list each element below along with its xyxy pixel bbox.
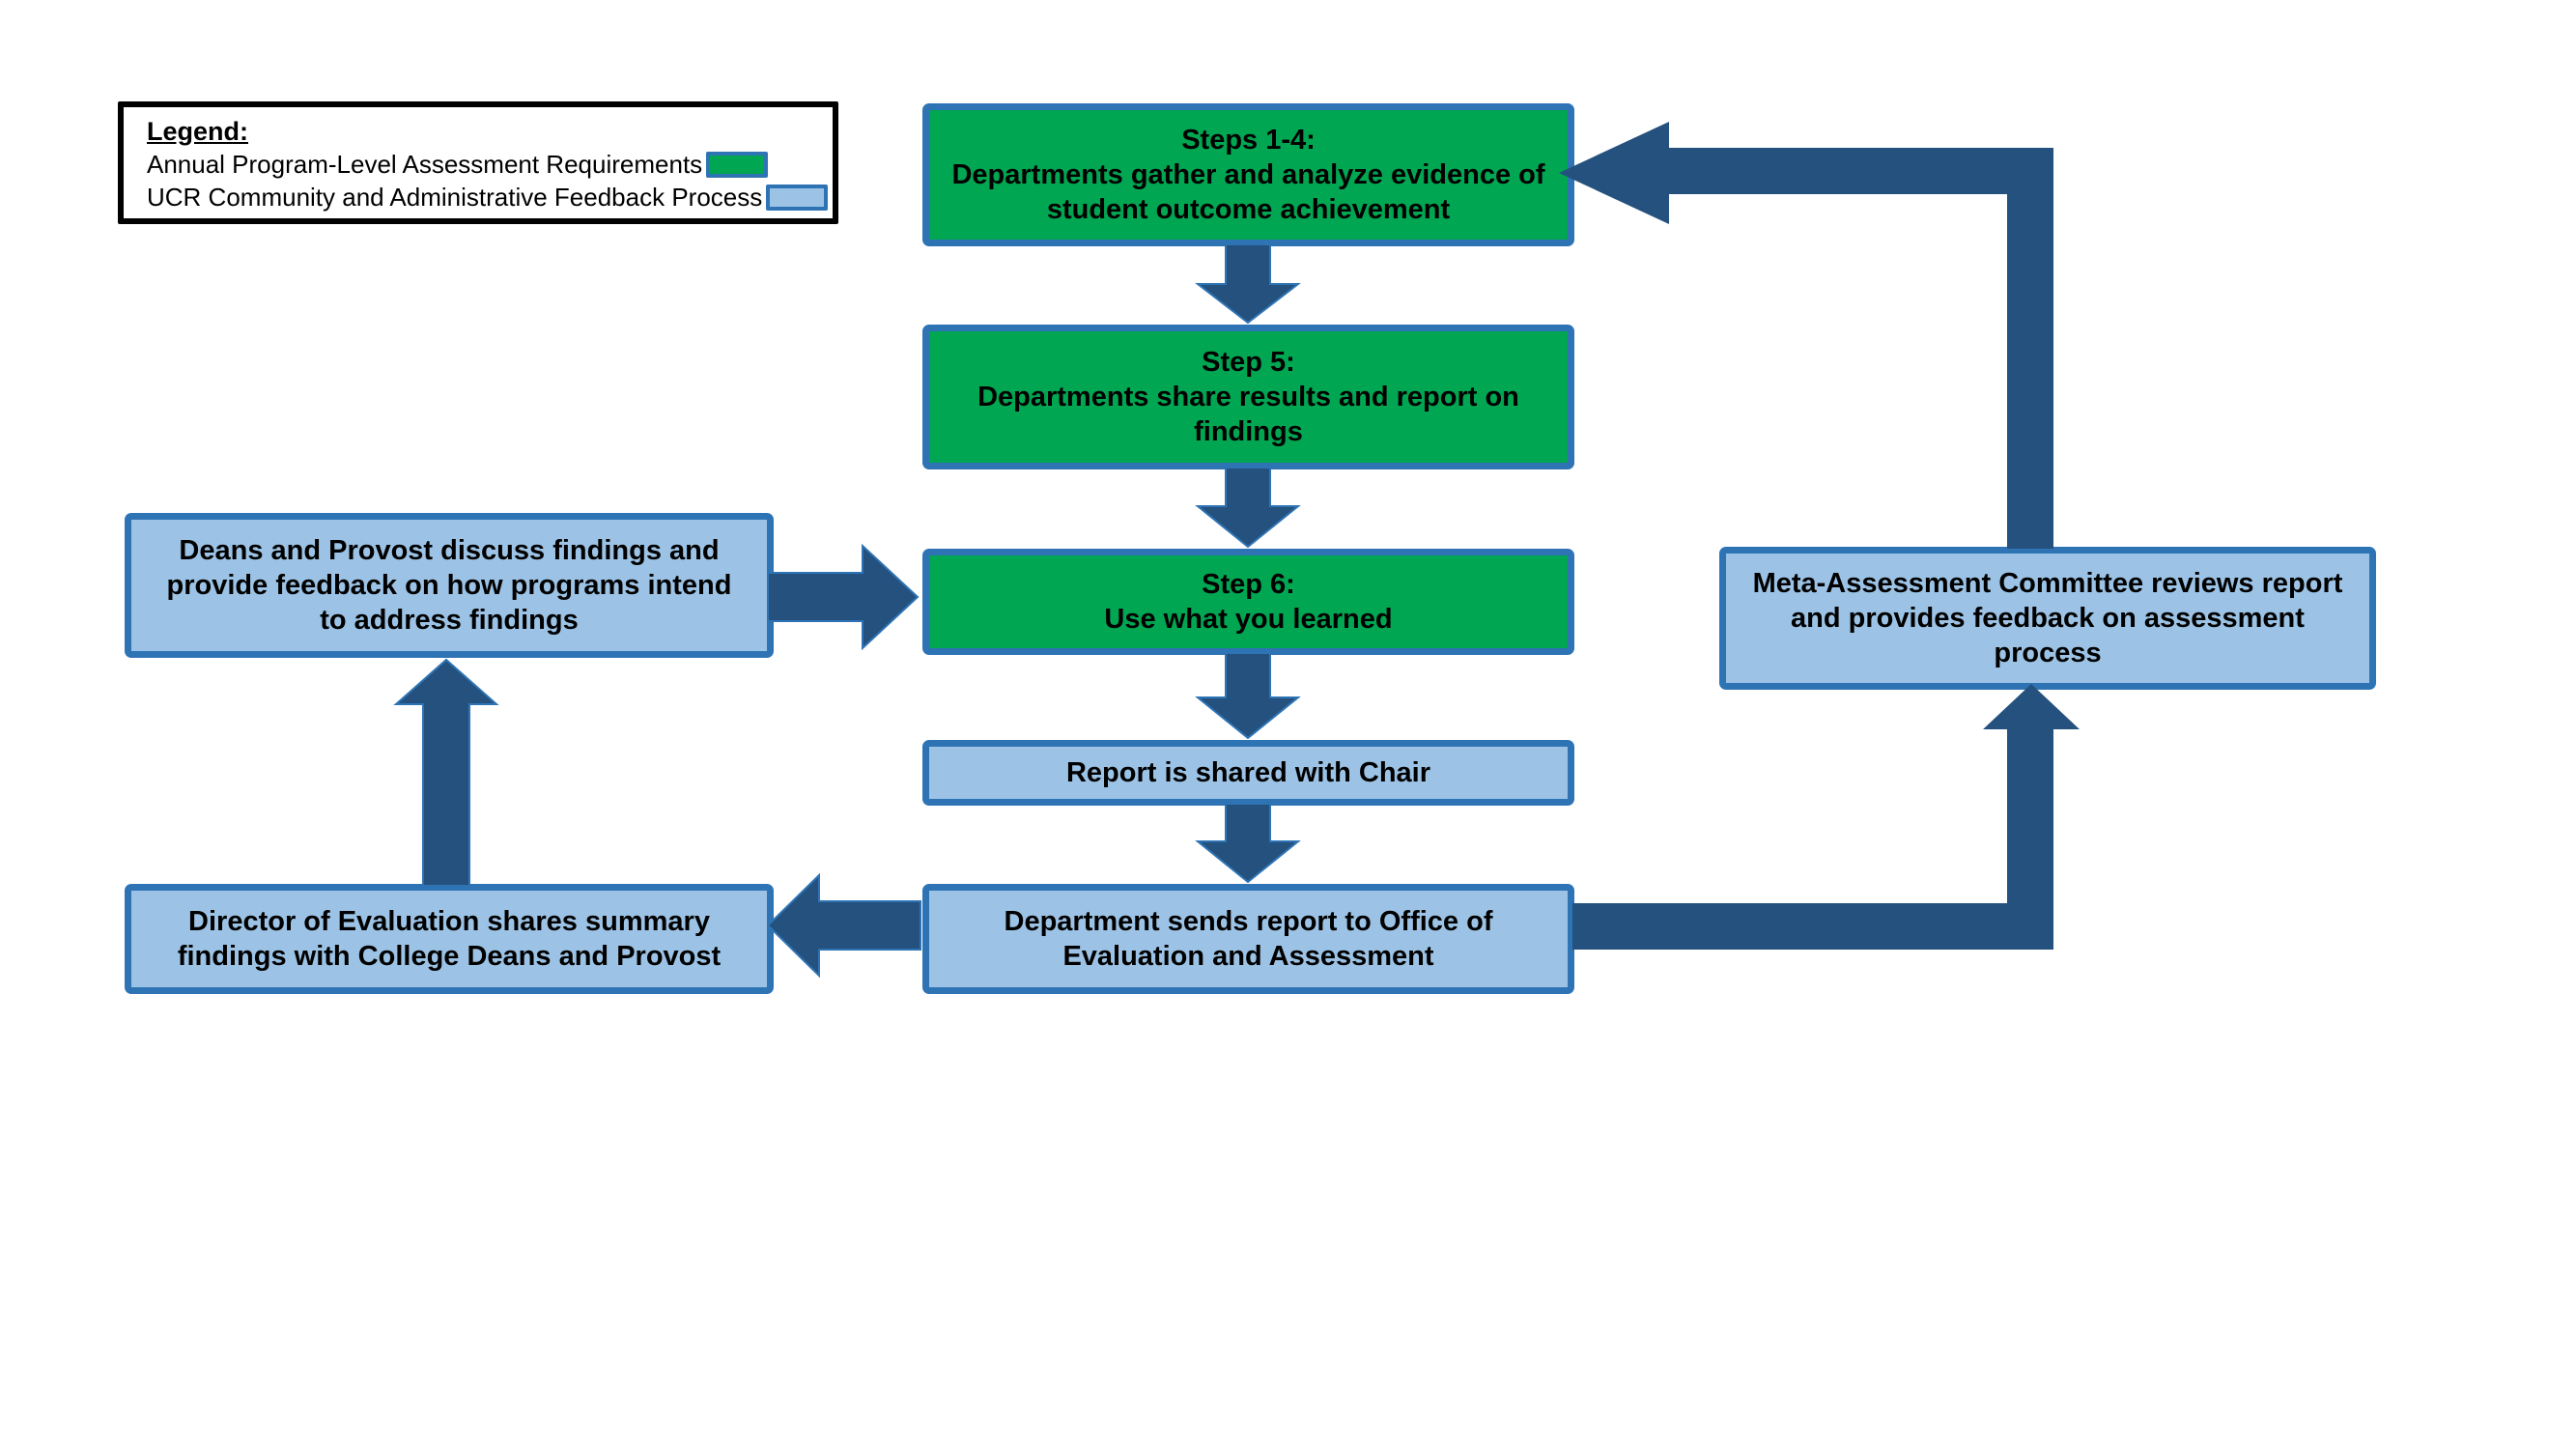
legend-swatch-lightblue — [766, 184, 829, 211]
node-label: Step 6: Use what you learned — [1104, 569, 1393, 635]
node-step-6: Step 6: Use what you learned — [922, 549, 1574, 655]
node-steps-1-4: Steps 1-4: Departments gather and analyz… — [922, 103, 1574, 246]
legend-title: Legend: — [147, 117, 248, 146]
node-label: Step 5: Departments share results and re… — [977, 347, 1519, 447]
arrow-step-6-to-chair — [1195, 652, 1301, 740]
arrow-chair-to-department — [1195, 803, 1301, 884]
node-label: Department sends report to Office of Eva… — [1004, 906, 1493, 972]
legend-item-label: Annual Program-Level Assessment Requirem… — [147, 150, 703, 179]
arrow-steps-1-4-to-step-5 — [1195, 243, 1301, 325]
arrow-director-to-deans — [393, 658, 499, 887]
node-label: Steps 1-4: Departments gather and analyz… — [951, 125, 1545, 225]
node-label: Deans and Provost discuss findings and p… — [166, 535, 732, 636]
arrow-department-to-director — [766, 872, 921, 979]
node-label: Director of Evaluation shares summary fi… — [177, 906, 722, 972]
legend-item: Annual Program-Level Assessment Requirem… — [147, 148, 833, 181]
node-report-shared-with-chair: Report is shared with Chair — [922, 740, 1574, 806]
arrow-department-to-meta — [1572, 684, 2080, 950]
legend-item: UCR Community and Administrative Feedbac… — [147, 181, 833, 213]
node-label: Meta-Assessment Committee reviews report… — [1752, 568, 2343, 668]
node-deans-provost-feedback: Deans and Provost discuss findings and p… — [125, 513, 774, 658]
arrow-meta-to-steps-1-4 — [1559, 122, 2053, 549]
node-meta-assessment-committee: Meta-Assessment Committee reviews report… — [1719, 547, 2376, 690]
legend-swatch-green — [706, 151, 769, 178]
node-director-of-evaluation: Director of Evaluation shares summary fi… — [125, 884, 774, 994]
arrow-deans-to-step-6 — [767, 543, 920, 651]
legend-item-label: UCR Community and Administrative Feedbac… — [147, 183, 763, 212]
node-department-sends-report: Department sends report to Office of Eva… — [922, 884, 1574, 994]
arrow-step-5-to-step-6 — [1195, 467, 1301, 549]
legend-box: Legend: Annual Program-Level Assessment … — [118, 101, 838, 224]
node-step-5: Step 5: Departments share results and re… — [922, 325, 1574, 469]
node-label: Report is shared with Chair — [1065, 757, 1431, 788]
